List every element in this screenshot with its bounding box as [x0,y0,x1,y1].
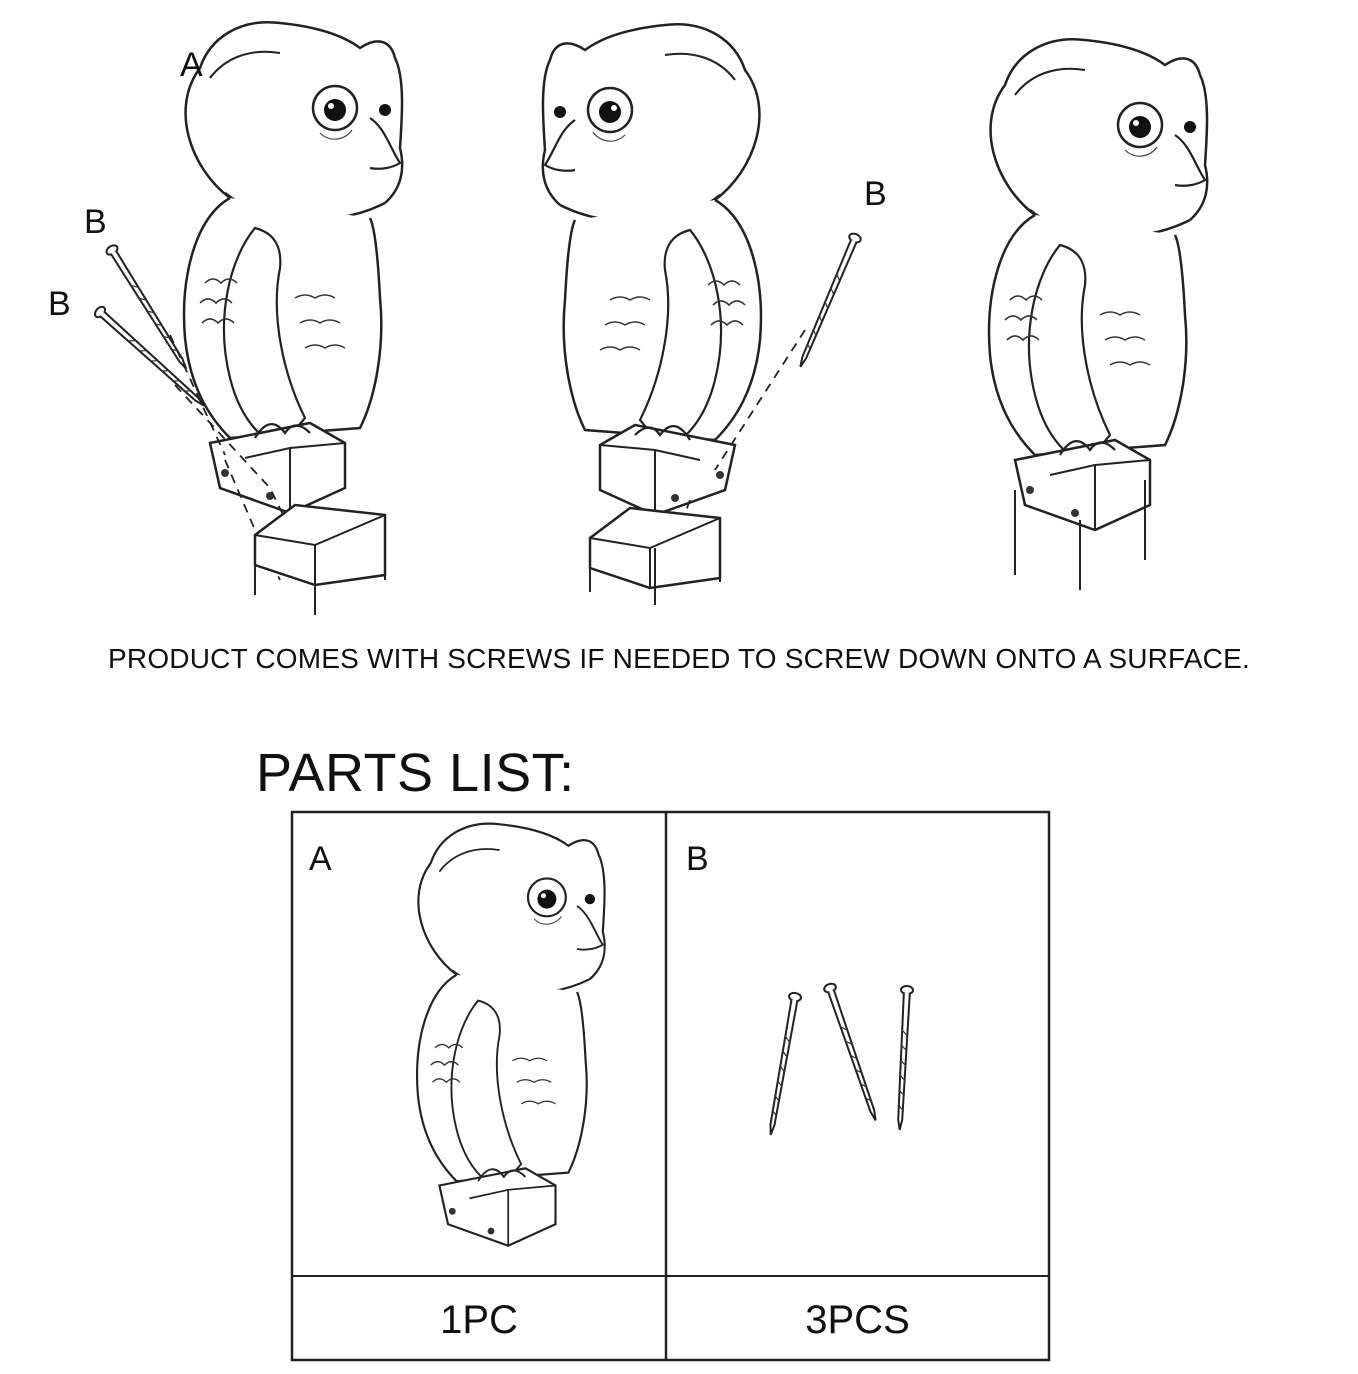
owl-statue-icon [182,20,404,515]
part-label-b: B [84,203,107,241]
owl-middle-with-screw [541,22,864,605]
screw-icon [793,230,864,371]
parts-cell-label-b: B [686,840,709,878]
owl-statue-icon [987,37,1209,532]
owl-left-with-screws [92,20,404,615]
parts-quantity-a: 1PC [440,1298,518,1342]
parts-list-title: PARTS LIST: [256,743,575,803]
post-icon [253,503,387,615]
dashed-guide-line [169,334,226,456]
part-label-b: B [48,285,71,323]
post-icon [588,506,722,605]
screws-icon [763,981,915,1137]
post-icon [1014,480,1146,590]
dashed-guide-line [714,329,806,471]
instruction-caption: PRODUCT COMES WITH SCREWS IF NEEDED TO S… [108,643,1250,674]
part-label-b: B [864,175,887,213]
owl-right-mounted [987,37,1209,590]
owl-statue-icon [416,822,606,1247]
owl-statue-icon [541,22,763,517]
parts-list-table [290,810,1051,1362]
part-label-a: A [180,46,203,84]
parts-quantity-b: 3PCS [805,1298,910,1342]
parts-cell-label-a: A [309,840,332,878]
